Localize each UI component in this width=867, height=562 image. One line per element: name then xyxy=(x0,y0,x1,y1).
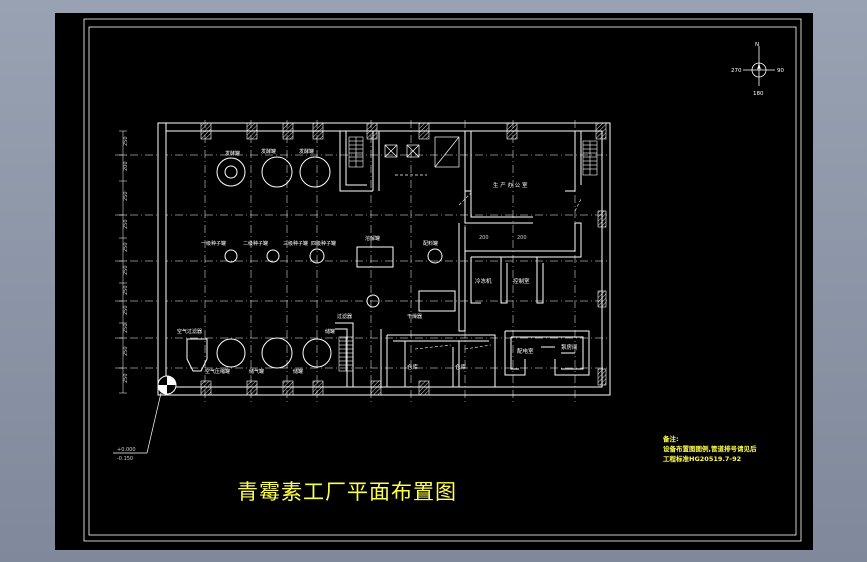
dim-label: 250 xyxy=(123,285,129,295)
grid-axes xyxy=(115,120,607,403)
dim-label: 250 xyxy=(123,242,129,252)
compass-east: 90 xyxy=(777,68,784,74)
equipment-label: 三级种子罐 xyxy=(283,240,308,247)
room-label-office: 生 产 办 公 室 xyxy=(493,181,528,189)
equipment-label: 储气罐 xyxy=(249,368,264,375)
dim-label: 200 xyxy=(517,235,527,241)
structural-columns xyxy=(200,122,607,396)
elevation-marker xyxy=(113,375,177,454)
equipment-label: 配料罐 xyxy=(423,240,438,247)
compass-labels: N 270 90 180 xyxy=(731,42,784,97)
dim-label: 250 xyxy=(123,191,129,201)
equipment-label: 发酵罐 xyxy=(261,148,276,155)
drawing-title: 青霉素工厂平面布置图 xyxy=(237,480,457,504)
dim-label: 250 xyxy=(123,136,129,146)
stairs-top-left xyxy=(348,136,364,168)
exhaust-boxes xyxy=(384,136,460,176)
compass-north: N xyxy=(755,42,759,48)
storage-tanks xyxy=(186,337,332,372)
interior-walls xyxy=(335,131,590,387)
stairs-bottom xyxy=(338,336,354,372)
floor-plan-drawing: 250 200 250 250 250 250 250 250 250 250 … xyxy=(83,18,802,542)
dim-label: 250 xyxy=(123,323,129,333)
notes-block: 备注: 设备布置图图例,管道排号请见后 工程标准HG20519.7-92 xyxy=(662,434,757,463)
left-dimension-line xyxy=(119,130,127,394)
seed-tanks xyxy=(224,246,443,268)
equipment-label: 过滤器 xyxy=(337,313,352,320)
dim-label: 250 xyxy=(123,219,129,229)
filter-units xyxy=(366,290,456,312)
left-wall xyxy=(157,122,167,396)
compass-west: 270 xyxy=(731,68,742,74)
equipment-label: 溶解罐 xyxy=(365,235,380,242)
equipment-label: 储罐 xyxy=(325,328,335,335)
filter-labels: 过滤器 干燥器 xyxy=(337,313,422,320)
notes-line-2: 工程标准HG20519.7-92 xyxy=(663,454,741,463)
elevation-lower: -0.150 xyxy=(117,456,133,462)
elevation-labels: +0.000 -0.150 xyxy=(117,447,136,462)
equipment-label: 储罐 xyxy=(293,368,303,375)
equipment-label: 发酵罐 xyxy=(225,150,240,157)
equipment-label: 四级种子罐 xyxy=(311,240,336,247)
dim-label: 250 xyxy=(123,346,129,356)
equipment-label: 一级种子罐 xyxy=(201,240,226,247)
equipment-label: 空气过滤器 xyxy=(177,328,202,335)
elevation-upper: +0.000 xyxy=(117,447,136,453)
top-dimension-labels: 200 200 xyxy=(479,235,527,241)
room-label: 配电室 xyxy=(517,347,534,355)
north-compass xyxy=(743,46,775,86)
dim-label: 250 xyxy=(123,373,129,383)
room-labels: 生 产 办 公 室 冷冻机 控制室 仓库 仓库 配电室 泵房间 xyxy=(407,181,578,371)
fermentors-top xyxy=(216,156,331,188)
compass-south: 180 xyxy=(753,91,764,97)
outer-border xyxy=(83,18,802,542)
equipment-label: 空气压缩罐 xyxy=(205,368,230,375)
room-label: 仓库 xyxy=(407,363,419,371)
left-dimension-labels: 250 200 250 250 250 250 250 250 250 250 … xyxy=(123,136,129,383)
equipment-label: 干燥器 xyxy=(407,313,422,320)
notes-line-1: 设备布置图图例,管道排号请见后 xyxy=(663,444,757,453)
room-label: 仓库 xyxy=(455,363,467,371)
stairs-top-right xyxy=(582,140,598,176)
room-label: 控制室 xyxy=(513,277,530,285)
equipment-label: 发酵罐 xyxy=(299,148,314,155)
room-label: 泵房间 xyxy=(561,343,578,351)
drawing-sheet: 250 200 250 250 250 250 250 250 250 250 … xyxy=(55,13,813,550)
notes-heading: 备注: xyxy=(662,434,679,443)
room-label: 冷冻机 xyxy=(475,277,492,285)
storage-tank-labels: 空气过滤器 空气压缩罐 储气罐 储罐 储罐 xyxy=(177,328,335,375)
dim-label: 250 xyxy=(123,265,129,275)
seed-tank-labels: 一级种子罐 二级种子罐 三级种子罐 四级种子罐 溶解罐 配料罐 xyxy=(201,235,438,247)
dim-label: 200 xyxy=(479,235,489,241)
dim-label: 250 xyxy=(123,305,129,315)
dim-label: 200 xyxy=(123,161,129,171)
equipment-label: 二级种子罐 xyxy=(243,240,268,247)
inner-border xyxy=(88,26,797,536)
fermentor-labels: 发酵罐 发酵罐 发酵罐 xyxy=(225,148,314,157)
door-lines xyxy=(414,192,582,350)
